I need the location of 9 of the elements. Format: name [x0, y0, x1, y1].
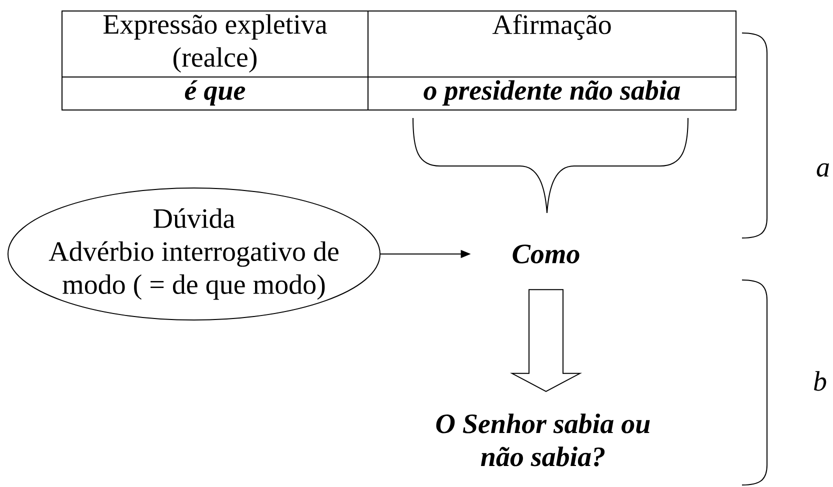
table-cell: Expressão expletiva (realce): [62, 10, 368, 78]
side-letter: b: [814, 371, 826, 391]
side-letter: a: [816, 163, 829, 177]
table-cell: o presidente não sabia: [368, 76, 736, 110]
bold-text: Como: [512, 244, 580, 264]
bold-text: O Senhor sabia ou não sabia?: [436, 414, 650, 466]
table-cell: Afirmação: [368, 10, 736, 78]
block-arrow: [510, 289, 582, 392]
table-cell: é que: [62, 76, 368, 110]
